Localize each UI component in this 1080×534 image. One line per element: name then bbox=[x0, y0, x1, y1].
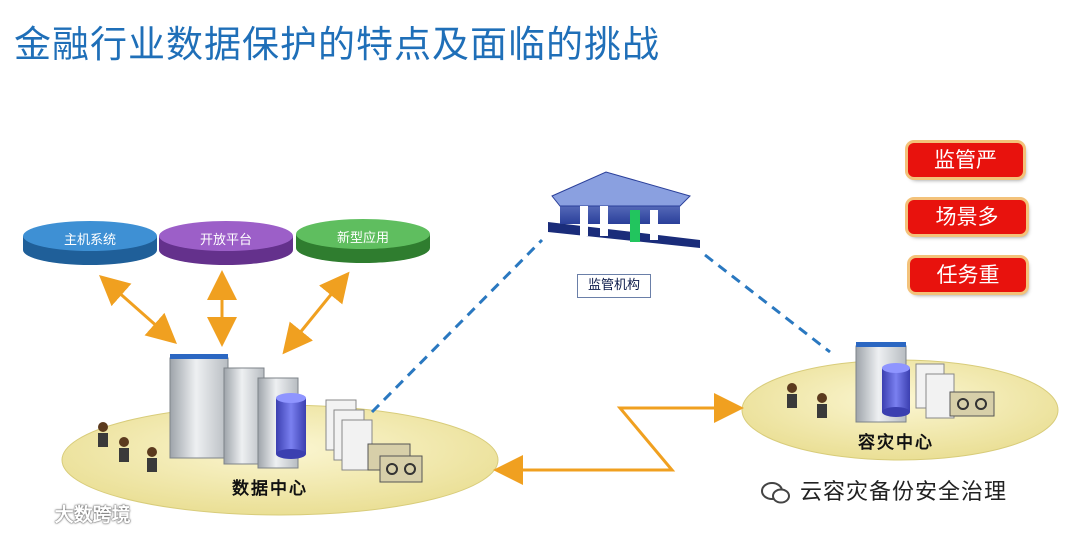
dashed-link-left bbox=[370, 238, 544, 414]
watermark-left: 大数跨境 bbox=[8, 500, 131, 527]
challenge-tag: 场景多 bbox=[908, 200, 1026, 234]
challenge-tag: 任务重 bbox=[910, 258, 1026, 292]
arrow-host-system bbox=[99, 275, 177, 344]
disk-host-system bbox=[23, 221, 157, 265]
wechat-icon bbox=[760, 481, 792, 505]
disk-open-platform bbox=[159, 221, 293, 265]
regulator-building-icon bbox=[548, 171, 700, 248]
disk-label-new-app: 新型应用 bbox=[336, 231, 389, 246]
disk-label-host-system: 主机系统 bbox=[63, 233, 116, 248]
disk-label-open-platform: 开放平台 bbox=[199, 233, 252, 248]
disk-new-app bbox=[296, 219, 430, 263]
dashed-link-right bbox=[704, 253, 831, 354]
watermark-right: 云容灾备份安全治理 bbox=[760, 474, 1007, 506]
dr-operators-icon bbox=[787, 383, 827, 418]
dr-storage-racks bbox=[915, 363, 955, 419]
replication-link bbox=[493, 393, 744, 485]
dr-center-label: 容灾中心 bbox=[858, 433, 934, 453]
data-center-label: 数据中心 bbox=[232, 479, 308, 499]
watermark-right-text: 云容灾备份安全治理 bbox=[800, 480, 1008, 505]
operators-icon bbox=[98, 422, 157, 472]
regulator-label: 监管机构 bbox=[577, 274, 651, 298]
watermark-left-text: 大数跨境 bbox=[54, 504, 131, 526]
brand-logo-icon bbox=[8, 505, 48, 527]
page-title: 金融行业数据保护的特点及面临的挑战 bbox=[14, 23, 660, 66]
storage-racks bbox=[325, 399, 373, 471]
database-cylinder bbox=[276, 393, 306, 459]
dr-database-cylinder bbox=[882, 363, 910, 417]
tape-drives bbox=[367, 443, 423, 483]
arrow-new-app bbox=[282, 271, 350, 355]
dr-tape-drive bbox=[949, 391, 995, 417]
challenge-tag: 监管严 bbox=[908, 143, 1023, 177]
